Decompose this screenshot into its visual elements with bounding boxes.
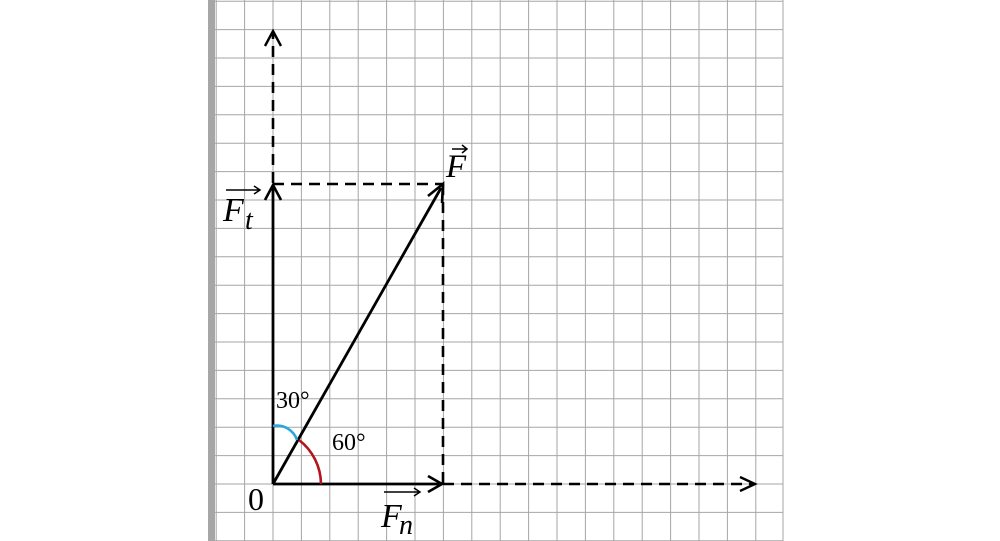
vector-F [271,187,443,485]
dashed-lines [271,34,752,486]
label-Ft: F t [222,185,262,236]
vector-Fn-arrowhead [427,474,445,494]
label-F: F [445,144,469,185]
label-Ft-arrow-icon [226,185,262,195]
angle-60-arc [298,438,323,485]
solid-vectors [271,187,443,486]
label-angle-30: 30° [276,388,310,414]
label-Fn-subscript: n [399,510,413,541]
angle-30-arc [272,424,299,441]
vertical-axis-arrowhead [263,28,283,47]
label-F-text: F [445,149,467,185]
label-Fn: F n [380,487,422,541]
vector-Ft-arrowhead [263,182,283,201]
label-Ft-subscript: t [245,205,254,236]
label-Fn-arrow-icon [384,487,422,497]
label-F-arrow-icon [452,144,469,154]
label-Ft-text: F [222,192,245,229]
grid [215,0,784,541]
vector-F-arrowhead [427,181,445,204]
label-origin: 0 [248,481,264,517]
label-Fn-text: F [380,498,403,535]
left-border-bar [208,0,215,541]
horizontal-axis-arrowhead [739,475,758,493]
label-angle-60: 60° [332,430,366,456]
